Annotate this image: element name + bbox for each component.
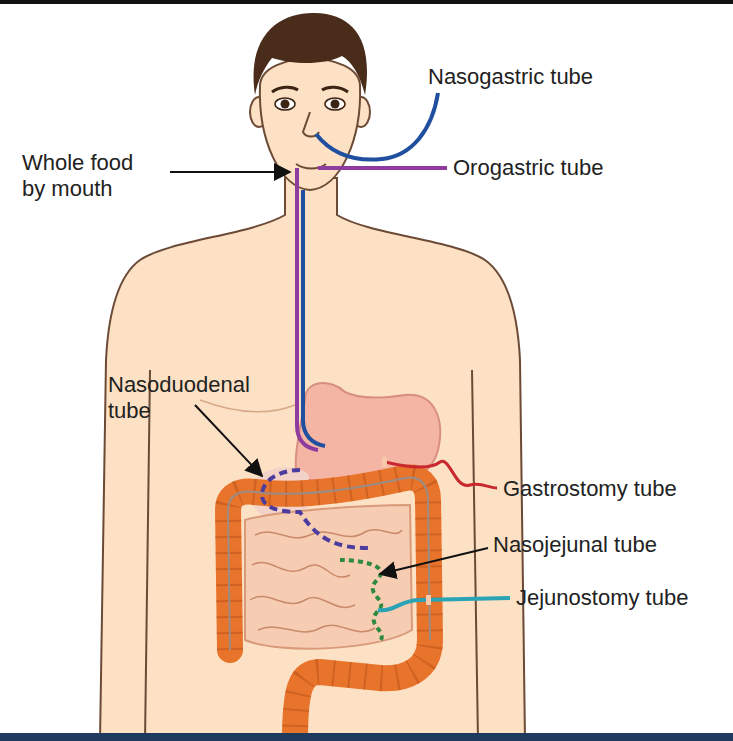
eye	[275, 98, 295, 110]
leader-arrow	[195, 405, 262, 476]
top-bar	[0, 0, 733, 4]
tube-port	[426, 595, 431, 605]
tube-label: Nasojejunal tube	[493, 532, 657, 558]
eyebrow	[322, 87, 348, 92]
colon-haustra	[228, 477, 430, 741]
intestine-fold	[250, 597, 355, 608]
eyebrow	[272, 87, 298, 92]
torso	[100, 178, 525, 741]
tube-port	[382, 457, 387, 467]
iris	[331, 100, 340, 109]
eye	[325, 98, 345, 110]
small-intestine	[245, 505, 412, 649]
arm-line	[472, 370, 478, 741]
face	[260, 59, 360, 190]
nasoduodenal-tube	[262, 470, 370, 548]
leader-arrow	[380, 548, 488, 574]
tube-label: Whole food by mouth	[22, 150, 147, 202]
leader-arrow	[170, 171, 290, 173]
nasojejunal-tube	[340, 560, 382, 640]
tube-label: Nasogastric tube	[428, 64, 593, 90]
nose	[303, 112, 319, 137]
tube-label: Gastrostomy tube	[503, 476, 677, 502]
orogastric-tube	[318, 166, 447, 170]
hair	[254, 13, 367, 95]
colon-line	[228, 477, 430, 650]
jejunostomy-tube	[378, 598, 510, 610]
iris	[281, 100, 290, 109]
tube-label: Orogastric tube	[453, 155, 603, 181]
gastrostomy-tube	[385, 461, 497, 488]
tube-label: Nasoduodenal tube	[108, 372, 258, 424]
colon	[228, 477, 430, 741]
nasogastric-tube	[316, 93, 438, 160]
chest-line	[200, 400, 295, 412]
orogastric-tube	[297, 168, 318, 450]
intestine-fold	[255, 530, 402, 538]
intestine-fold	[258, 625, 375, 632]
arm-line	[145, 370, 150, 741]
tube-label: Jejunostomy tube	[516, 585, 688, 611]
intestine-fold	[252, 563, 350, 578]
bottom-bar	[0, 733, 733, 741]
nasogastric-tube	[303, 190, 325, 446]
